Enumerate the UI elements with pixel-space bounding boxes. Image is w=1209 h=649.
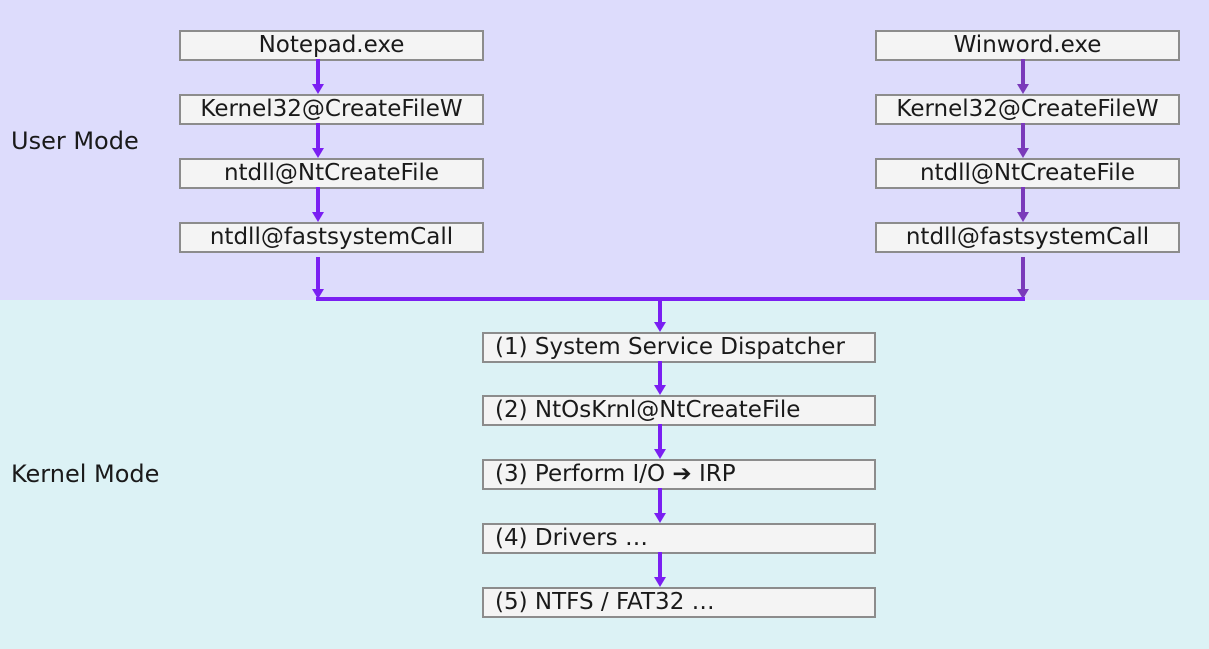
left-stack-box-kernel32: Kernel32@CreateFileW xyxy=(179,94,484,125)
merge-to-dispatcher-arrow-head xyxy=(654,322,666,332)
right-drop-arrow-head xyxy=(1017,289,1029,299)
user-mode-label: User Mode xyxy=(11,127,139,155)
kernel-stack-arrow-3-head xyxy=(654,513,666,523)
right-stack-box-kernel32: Kernel32@CreateFileW xyxy=(875,94,1180,125)
right-stack-box-winword: Winword.exe xyxy=(875,30,1180,61)
right-stack-box-ntdll-fastsystemcall: ntdll@fastsystemCall xyxy=(875,222,1180,253)
kernel-stack-arrow-1-head xyxy=(654,385,666,395)
right-stack-box-ntdll-ntcreatefile: ntdll@NtCreateFile xyxy=(875,158,1180,189)
kernel-stack-arrow-2-head xyxy=(654,449,666,459)
kernel-box-system-service-dispatcher: (1) System Service Dispatcher xyxy=(482,332,876,363)
kernel-box-drivers: (4) Drivers … xyxy=(482,523,876,554)
right-stack-arrow-2-head xyxy=(1017,148,1029,158)
kernel-stack-arrow-4-head xyxy=(654,577,666,587)
left-stack-arrow-1-head xyxy=(312,84,324,94)
right-stack-arrow-1-head xyxy=(1017,84,1029,94)
left-stack-arrow-3-head xyxy=(312,212,324,222)
left-stack-box-ntdll-fastsystemcall: ntdll@fastsystemCall xyxy=(179,222,484,253)
left-stack-box-notepad: Notepad.exe xyxy=(179,30,484,61)
left-drop-arrow-head xyxy=(312,289,324,299)
right-stack-arrow-3-head xyxy=(1017,212,1029,222)
kernel-box-perform-io-irp: (3) Perform I/O ➔ IRP xyxy=(482,459,876,490)
left-stack-arrow-2-head xyxy=(312,148,324,158)
kernel-box-ntfs-fat32: (5) NTFS / FAT32 … xyxy=(482,587,876,618)
left-stack-box-ntdll-ntcreatefile: ntdll@NtCreateFile xyxy=(179,158,484,189)
kernel-box-ntoskrnl-ntcreatefile: (2) NtOsKrnl@NtCreateFile xyxy=(482,395,876,426)
kernel-mode-label: Kernel Mode xyxy=(11,460,160,488)
